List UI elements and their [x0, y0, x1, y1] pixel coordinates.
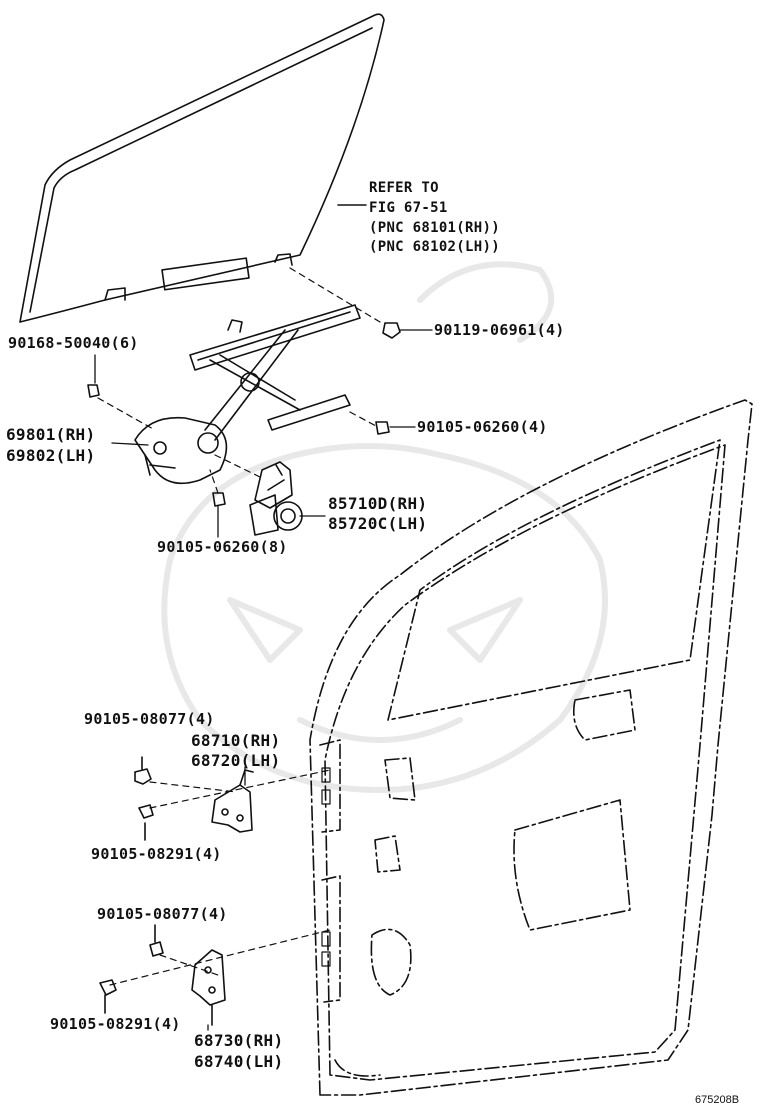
part-label-90105-08077-lower[interactable]: 90105-08077(4) — [97, 905, 228, 923]
part-label-85710d-rh[interactable]: 85710D(RH) — [328, 494, 428, 513]
part-label-85720c-lh[interactable]: 85720C(LH) — [328, 514, 428, 533]
upper-hinge-bolts — [134, 756, 154, 841]
refer-note-line-3: (PNC 68101(RH)) — [369, 220, 500, 236]
part-label-90105-08291-lower[interactable]: 90105-08291(4) — [50, 1015, 181, 1033]
refer-note-line-4: (PNC 68102(LH)) — [369, 239, 500, 255]
part-label-68720-lh[interactable]: 68720(LH) — [191, 751, 281, 770]
part-label-90105-08077-upper[interactable]: 90105-08077(4) — [84, 710, 215, 728]
upper-hinge — [211, 769, 254, 833]
window-regulator — [134, 304, 361, 485]
figure-id: 675208B — [695, 1094, 740, 1106]
refer-note-line-2: FIG 67-51 — [369, 200, 448, 216]
part-label-90105-08291-upper[interactable]: 90105-08291(4) — [91, 845, 222, 863]
regulator-motor — [249, 461, 303, 536]
watermark-logo — [161, 261, 608, 793]
part-label-68740-lh[interactable]: 68740(LH) — [194, 1052, 284, 1071]
hinge-mounting-holes — [321, 767, 331, 967]
part-label-69802-lh[interactable]: 69802(LH) — [6, 446, 96, 465]
part-label-90105-06260-upper[interactable]: 90105-06260(4) — [417, 418, 548, 436]
lower-hinge-bolts — [99, 924, 164, 1014]
part-label-90119-06961[interactable]: 90119-06961(4) — [434, 321, 565, 339]
part-label-69801-rh[interactable]: 69801(RH) — [6, 425, 96, 444]
part-label-90105-06260-lower[interactable]: 90105-06260(8) — [157, 538, 288, 556]
regulator-fasteners — [87, 322, 401, 507]
door-shell — [309, 399, 753, 1096]
part-label-90168-50040[interactable]: 90168-50040(6) — [8, 334, 139, 352]
lower-hinge — [191, 949, 226, 1026]
door-glass — [19, 13, 385, 323]
refer-note-line-1: REFER TO — [369, 180, 439, 196]
leader-lines — [94, 329, 433, 1031]
part-label-68730-rh[interactable]: 68730(RH) — [194, 1031, 284, 1050]
installation-lines — [97, 267, 381, 986]
part-label-68710-rh[interactable]: 68710(RH) — [191, 731, 281, 750]
